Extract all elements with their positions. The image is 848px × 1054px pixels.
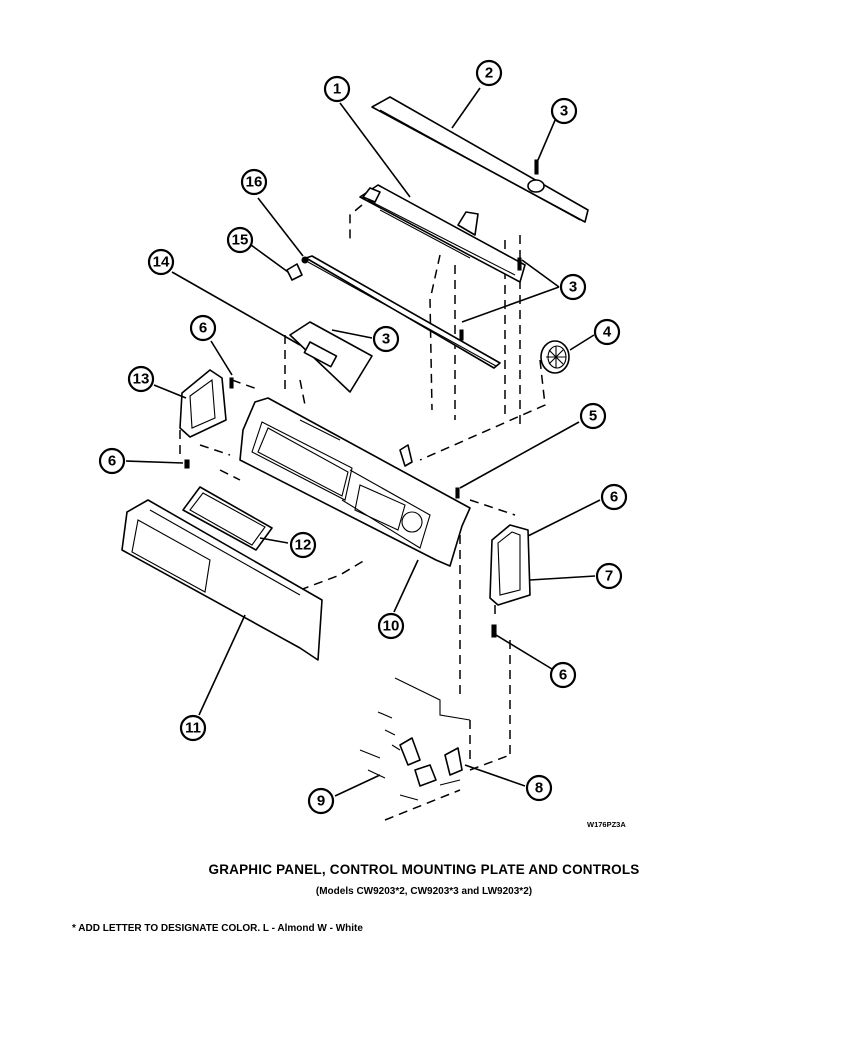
callout-6-left-top: 6 [189, 314, 217, 342]
svg-text:3: 3 [569, 279, 577, 296]
callout-6-left-bottom: 6 [98, 447, 126, 475]
svg-text:6: 6 [610, 489, 618, 506]
window-lens-part [182, 486, 273, 551]
svg-text:11: 11 [185, 720, 201, 737]
drawing-code: W176PZ3A [587, 820, 626, 829]
callout-6-right-bottom: 6 [549, 661, 577, 689]
svg-text:3: 3 [560, 103, 568, 120]
graphic-panel-part [121, 499, 323, 661]
knob-part [540, 340, 570, 374]
callout-3-panel: 3 [372, 325, 400, 353]
svg-text:3: 3 [382, 331, 390, 348]
screws [184, 159, 539, 638]
callout-11: 11 [179, 714, 207, 742]
callout-14: 14 [147, 248, 175, 276]
callout-15: 15 [226, 226, 254, 254]
svg-text:16: 16 [246, 174, 263, 191]
callout-9: 9 [307, 787, 335, 815]
callout-5: 5 [579, 402, 607, 430]
color-note: * ADD LETTER TO DESIGNATE COLOR. L - Alm… [72, 923, 363, 934]
clip-part [286, 263, 303, 281]
timer-panel-part [289, 321, 373, 393]
callout-13: 13 [127, 365, 155, 393]
svg-text:14: 14 [153, 254, 170, 271]
control-console-part [239, 397, 471, 567]
left-endcap-part [179, 369, 227, 438]
callout-2: 2 [475, 59, 503, 87]
callout-3-top: 3 [550, 97, 578, 125]
svg-text:12: 12 [295, 537, 312, 554]
svg-text:8: 8 [535, 780, 543, 797]
svg-text:6: 6 [199, 320, 207, 337]
svg-text:15: 15 [232, 232, 249, 249]
callout-4: 4 [593, 318, 621, 346]
callout-8: 8 [525, 774, 553, 802]
strip-part [301, 255, 501, 369]
svg-text:4: 4 [603, 324, 612, 341]
controls-parts [359, 677, 471, 801]
svg-text:6: 6 [108, 453, 116, 470]
page-title: GRAPHIC PANEL, CONTROL MOUNTING PLATE AN… [208, 862, 640, 877]
svg-text:7: 7 [605, 568, 613, 585]
models-subtitle: (Models CW9203*2, CW9203*3 and LW9203*2) [315, 886, 533, 897]
top-trim-part [371, 96, 589, 223]
callout-10: 10 [377, 612, 405, 640]
right-endcap-part [489, 524, 531, 606]
callout-16: 16 [240, 168, 268, 196]
svg-text:9: 9 [317, 793, 325, 810]
svg-text:2: 2 [485, 65, 493, 82]
callout-12: 12 [289, 531, 317, 559]
svg-text:13: 13 [133, 371, 150, 388]
control-mounting-bracket-part [359, 184, 526, 283]
callout-1: 1 [323, 75, 351, 103]
callout-6-right-top: 6 [600, 483, 628, 511]
svg-text:1: 1 [333, 81, 341, 98]
callout-3-right: 3 [559, 273, 587, 301]
callout-7: 7 [595, 562, 623, 590]
leader-lines [125, 87, 601, 797]
svg-text:5: 5 [589, 408, 597, 425]
svg-text:6: 6 [559, 667, 567, 684]
svg-text:10: 10 [383, 618, 400, 635]
